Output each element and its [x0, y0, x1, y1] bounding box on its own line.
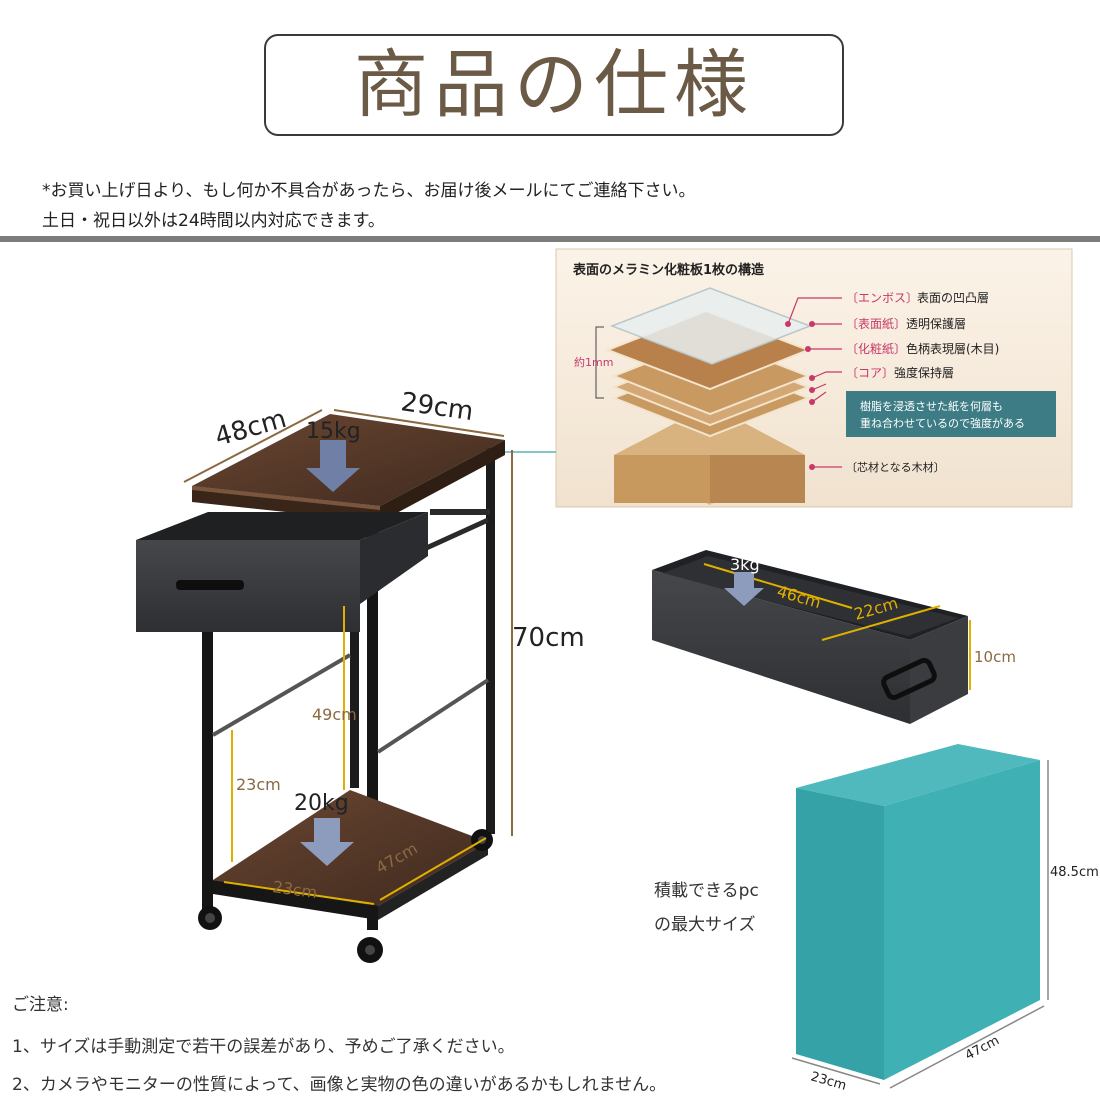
notes-heading: ご注意: [12, 995, 69, 1015]
wood-core-label: 〔芯材となる木材〕 [846, 460, 945, 474]
pc-caption-line-1: 積載できるpc [654, 881, 759, 901]
drawer-load-arrow-icon [724, 572, 764, 606]
drawer-dimension-lines [703, 563, 941, 641]
pc-depth-label: 47cm [963, 1033, 1002, 1063]
emboss-tag: 〔エンボス〕 [846, 291, 918, 305]
pc-max-size-box [796, 744, 1040, 1080]
side-cart [136, 414, 505, 963]
bottom-load-label: 20kg [294, 791, 349, 816]
cart-inner-dimension-lines [223, 606, 487, 905]
layer-panel-title: 表面のメラミン化粧板1枚の構造 [572, 262, 765, 278]
pc-dimension-lines [791, 760, 1049, 1089]
pc-caption-line-2: の最大サイズ [654, 915, 756, 935]
drawer-front [136, 540, 360, 632]
layer-structure-panel: 表面のメラミン化粧板1枚の構造 約1mm [555, 248, 1073, 508]
notice-line-2: 土日・祝日以外は24時間以内対応できます。 [42, 211, 385, 231]
drawer-handle [176, 580, 244, 590]
cart-height-label: 70cm [512, 623, 585, 653]
thickness-label: 約1mm [574, 355, 613, 369]
drawer-height-label: 10cm [974, 648, 1016, 666]
surface-desc: 透明保護層 [906, 316, 966, 331]
lower-height-label: 23cm [236, 775, 281, 794]
strength-note-box [846, 391, 1056, 437]
strength-note-line-1: 樹脂を浸透させた紙を何層も [860, 399, 1003, 413]
bottom-load-arrow-icon [300, 818, 354, 866]
decor-desc: 色柄表現層(木目) [906, 342, 999, 356]
top-load-arrow-icon [306, 440, 360, 492]
decor-tag: 〔化粧紙〕 [846, 341, 906, 356]
surface-tag: 〔表面紙〕 [846, 316, 906, 331]
pc-height-label: 48.5cm [1050, 865, 1099, 880]
top-load-label: 15kg [306, 419, 361, 444]
page-title: 商品の仕様 [354, 42, 754, 128]
core-desc: 強度保持層 [894, 365, 954, 380]
inner-height-label: 49cm [312, 705, 357, 724]
notice-line-1: *お買い上げ日より、もし何か不具合があったら、お届け後メールにてご連絡下さい。 [42, 181, 696, 201]
title-frame: 商品の仕様 [264, 34, 844, 136]
divider [0, 236, 1100, 242]
cart-dimension-lines [183, 409, 513, 836]
drawer-detail-handle [881, 657, 937, 701]
strength-note-line-2: 重ね合わせているので強度がある [860, 416, 1025, 430]
core-wood-block [614, 405, 805, 505]
notes-line-2: 2、カメラやモニターの性質によって、画像と実物の色の違いがあるかもしれません。 [12, 1075, 667, 1095]
drawer-load-label: 3kg [730, 555, 760, 574]
notes-line-1: 1、サイズは手動測定で若干の誤差があり、予めご了承ください。 [12, 1037, 515, 1057]
emboss-desc: 表面の凹凸層 [917, 291, 989, 305]
drawer-detail [652, 550, 968, 724]
core-tag: 〔コア〕 [846, 366, 894, 380]
